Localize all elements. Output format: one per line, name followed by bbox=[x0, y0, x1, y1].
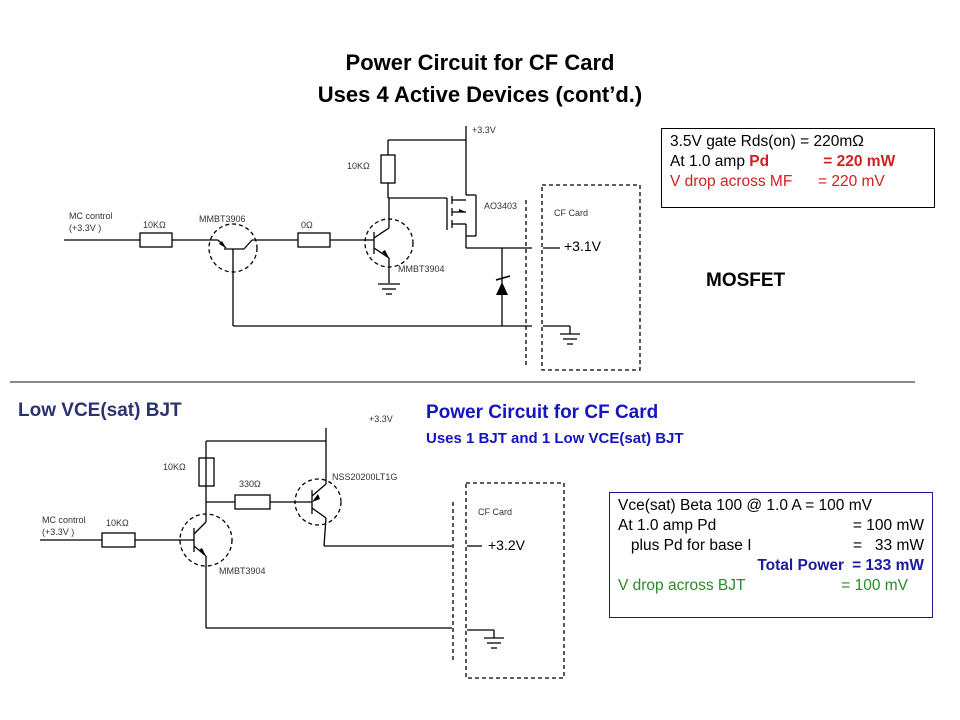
top-r-series-label: 0Ω bbox=[301, 220, 313, 230]
q2-emitter-arrow-top bbox=[382, 250, 389, 258]
bottom-input-label-1: MC control bbox=[42, 515, 86, 525]
bottom-heading-1: Power Circuit for CF Card bbox=[426, 402, 659, 423]
bjt-info-line2: At 1.0 amp Pd = 100 mW bbox=[618, 516, 924, 536]
info-line2-pd: Pd bbox=[749, 153, 770, 170]
bjt-info-total-value: = 133 mW bbox=[852, 557, 924, 574]
bjt-info-line3-label: plus Pd for base I bbox=[618, 537, 752, 554]
bottom-r-input-label: 10KΩ bbox=[106, 518, 129, 528]
cf-card-box-bottom bbox=[465, 482, 565, 679]
bjt-info-line5-label: V drop across BJT bbox=[618, 577, 746, 594]
top-input-label-1: MC control bbox=[69, 211, 113, 221]
bjt-info-line1: Vce(sat) Beta 100 @ 1.0 A = 100 mV bbox=[618, 497, 872, 514]
slide-title-line2: Uses 4 Active Devices (cont’d.) bbox=[317, 82, 643, 107]
info-line3-value: = 220 mV bbox=[818, 173, 885, 190]
top-q1-label: MMBT3906 bbox=[199, 214, 246, 224]
top-r-input-label: 10KΩ bbox=[143, 220, 166, 230]
slide-title-line1: Power Circuit for CF Card bbox=[345, 50, 615, 75]
top-q2-label: MMBT3904 bbox=[398, 264, 445, 274]
top-card-voltage: +3.1V bbox=[564, 238, 601, 254]
resistor-0ohm bbox=[297, 232, 331, 248]
resistor-input-top bbox=[139, 232, 173, 248]
bottom-supply-label: +3.3V bbox=[369, 414, 393, 424]
info-line3: V drop across MF = 220 mV bbox=[670, 172, 926, 192]
bottom-q1-label: MMBT3904 bbox=[219, 566, 266, 576]
cf-card-box-top bbox=[541, 184, 641, 371]
bjt-info-line4: Total Power = 133 mW bbox=[618, 556, 924, 576]
top-supply-label: +3.3V bbox=[472, 125, 496, 135]
mosfet-label: AO3403 bbox=[484, 201, 518, 211]
info-line1: 3.5V gate Rds(on) = 220mΩ bbox=[670, 133, 864, 150]
resistor-pullup-bottom bbox=[198, 457, 215, 487]
info-line3-label: V drop across MF bbox=[670, 173, 793, 190]
mosfet-info-box: 3.5V gate Rds(on) = 220mΩ At 1.0 amp Pd =… bbox=[661, 128, 935, 208]
resistor-input-bottom bbox=[101, 532, 136, 548]
zener-diode bbox=[496, 282, 508, 295]
top-input-label-2: (+3.3V ) bbox=[69, 223, 102, 233]
q2-outline-bottom bbox=[294, 478, 342, 526]
bottom-r-base-label: 330Ω bbox=[239, 479, 261, 489]
info-line2: At 1.0 amp Pd = 220 mW bbox=[670, 152, 926, 172]
bottom-r-pullup-label: 10KΩ bbox=[163, 462, 186, 472]
bottom-q2-label: NSS20200LT1G bbox=[332, 472, 398, 482]
top-r-pullup-label: 10KΩ bbox=[347, 161, 370, 171]
bjt-info-line5: V drop across BJT = 100 mV bbox=[618, 576, 924, 596]
bottom-card-voltage: +3.2V bbox=[488, 537, 525, 553]
info-line2-value: = 220 mW bbox=[823, 153, 896, 170]
bjt-info-line3-value: = 33 mW bbox=[852, 537, 924, 554]
resistor-pullup-top bbox=[380, 154, 396, 184]
mosfet-type-label: MOSFET bbox=[706, 270, 786, 291]
top-card-label: CF Card bbox=[554, 208, 589, 218]
bottom-heading-2: Uses 1 BJT and 1 Low VCE(sat) BJT bbox=[426, 430, 684, 447]
bottom-card-label: CF Card bbox=[478, 507, 513, 517]
bottom-input-label-2: (+3.3V ) bbox=[42, 527, 75, 537]
bjt-info-line3: plus Pd for base I = 33 mW bbox=[618, 536, 924, 556]
resistor-330 bbox=[234, 494, 271, 510]
bjt-info-line2-value: = 100 mW bbox=[852, 517, 924, 534]
bjt-info-line2-label: At 1.0 amp Pd bbox=[618, 517, 717, 534]
bjt-info-box: Vce(sat) Beta 100 @ 1.0 A = 100 mV At 1.… bbox=[609, 492, 933, 618]
q1-emitter-arrow-top bbox=[219, 241, 226, 248]
section-label-bjt: Low VCE(sat) BJT bbox=[18, 400, 182, 421]
info-line2-prefix: At 1.0 amp bbox=[670, 153, 750, 170]
bjt-info-total-label: Total Power bbox=[757, 557, 845, 574]
bjt-info-line5-value: = 100 mV bbox=[841, 577, 908, 594]
